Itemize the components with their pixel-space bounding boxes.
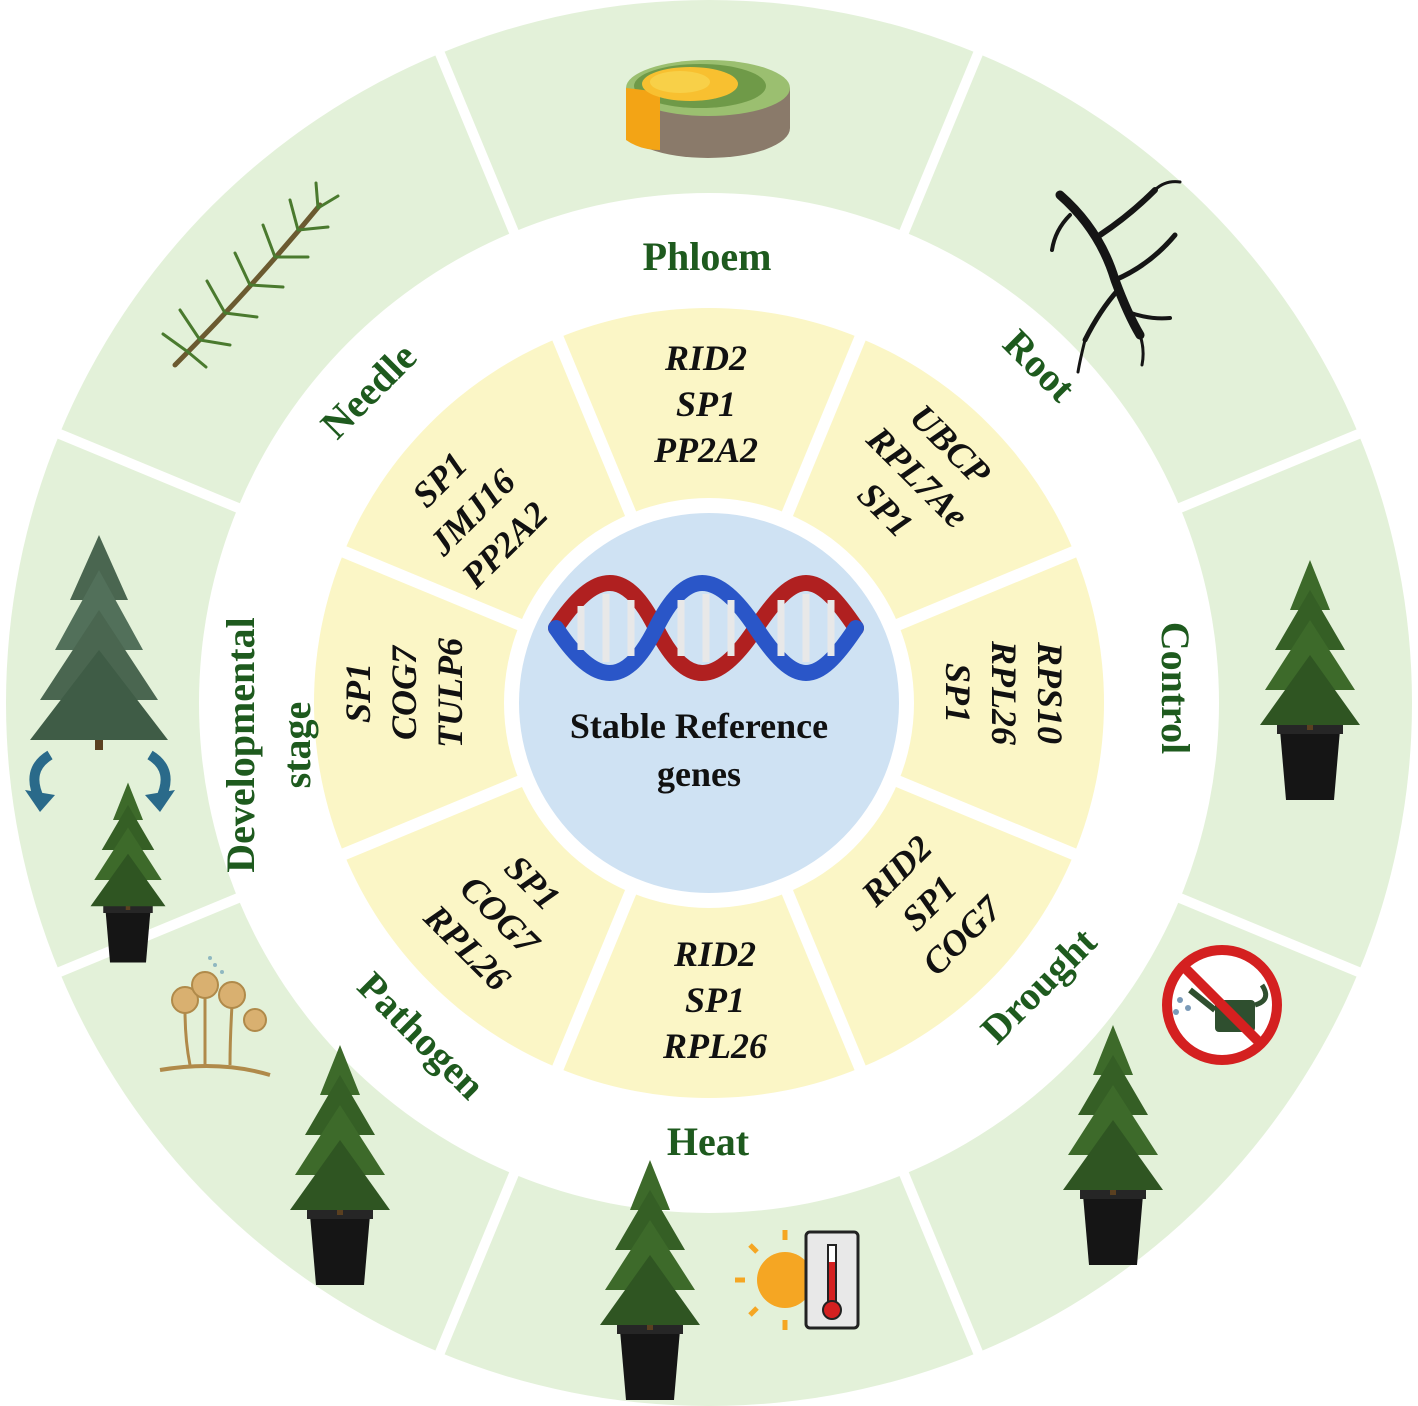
fungus-icon (159, 956, 271, 1077)
category-label-phloem: Phloem (643, 234, 772, 279)
gene-label: RPL26 (662, 1026, 767, 1066)
segment-divider (428, 1167, 521, 1371)
gene-label: RPS10 (1030, 641, 1070, 744)
sun-thermometer-icon (735, 1230, 860, 1330)
category-label-stage: stage (274, 702, 319, 789)
gene-label: RID2 (664, 338, 747, 378)
segment-divider (779, 331, 868, 521)
segment-divider (897, 1167, 990, 1371)
genes-root: UBCP RPL7Ae SP1 (850, 397, 999, 546)
gene-ring-dividers (337, 331, 1081, 1075)
center-title-line2: genes (657, 754, 741, 794)
dna-double-helix-icon (548, 575, 864, 681)
segment-divider (337, 773, 527, 862)
segment-divider (1173, 422, 1377, 515)
segment-divider (1173, 891, 1377, 984)
segment-divider (891, 773, 1081, 862)
segment-divider (550, 885, 639, 1075)
gene-label: SP1 (338, 663, 378, 723)
gene-label: TULP6 (430, 638, 470, 748)
segment-divider (891, 544, 1081, 633)
center-title-line1: Stable Reference (570, 706, 828, 746)
segment-divider (550, 331, 639, 521)
stem-cross-section-icon (626, 60, 790, 158)
root-icon (1050, 180, 1182, 374)
tree-lifecycle-icon (25, 535, 175, 963)
gene-label: PP2A2 (653, 430, 758, 470)
gene-label: COG7 (384, 644, 424, 740)
pine-branch-icon (161, 181, 340, 369)
category-label-developmental: Developmental (218, 617, 263, 873)
center-disc (519, 513, 899, 893)
segment-divider (897, 35, 990, 239)
gene-label: RID2 (673, 934, 756, 974)
gene-label: SP1 (938, 663, 978, 723)
genes-phloem: RID2 SP1 PP2A2 (653, 338, 758, 470)
genes-developmental-stage: SP1 COG7 TULP6 (338, 638, 470, 748)
gene-label: SP1 (685, 980, 745, 1020)
genes-control: RPS10 RPL26 SP1 (938, 640, 1070, 745)
segment-divider (337, 544, 527, 633)
segment-divider (779, 885, 868, 1075)
category-label-heat: Heat (667, 1119, 750, 1164)
gene-label: RPL26 (984, 640, 1024, 745)
segment-divider (41, 422, 245, 515)
genes-heat: RID2 SP1 RPL26 (662, 934, 767, 1066)
outer-ring-dividers (41, 35, 1377, 1371)
category-label-control: Control (1153, 622, 1198, 755)
gene-label: SP1 (676, 384, 736, 424)
no-watering-icon (1162, 945, 1282, 1065)
segment-divider (428, 35, 521, 239)
